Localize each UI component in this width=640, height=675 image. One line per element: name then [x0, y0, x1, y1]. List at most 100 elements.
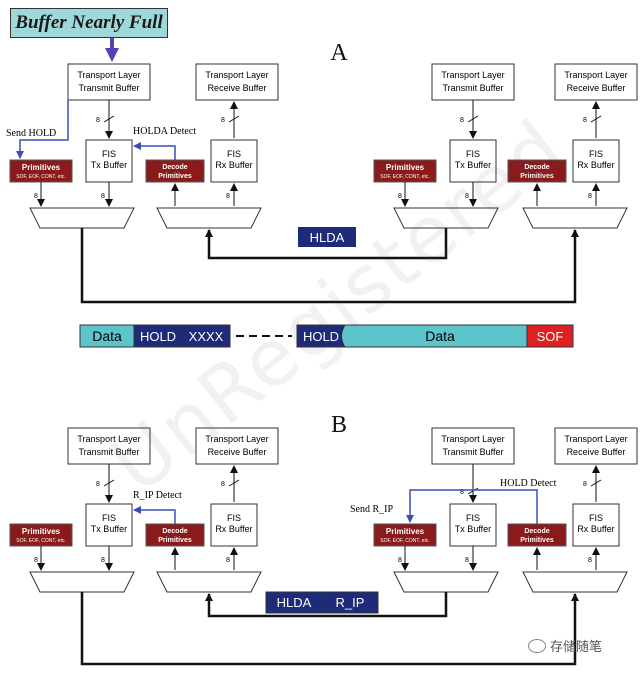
bus-tick — [590, 479, 602, 487]
fis-tx-line1: FIS — [102, 513, 116, 523]
panel-a-letter: A — [330, 40, 348, 66]
frame-sequence: Data HOLD XXXX HOLD Data SOF — [79, 324, 574, 348]
transport-tx-box — [431, 427, 515, 465]
r-ip-tag-b-label: R_IP — [336, 595, 365, 610]
fis-rx-box — [210, 139, 258, 183]
bus-width-label: 8 — [101, 193, 105, 200]
bus-width-label: 8 — [34, 193, 38, 200]
fis-tx-box — [85, 503, 133, 547]
fis-tx-line2: Tx Buffer — [455, 524, 491, 534]
panel-a-right-device: Transport Layer Transmit Buffer Transpor… — [373, 63, 638, 229]
bus-width-label: 8 — [583, 117, 587, 124]
frame-xxxx-label: XXXX — [189, 329, 224, 344]
transport-rx-box — [195, 427, 279, 465]
bus-width-label: 8 — [398, 193, 402, 200]
transport-tx-line1: Transport Layer — [441, 434, 504, 444]
panel-b-left-device: Transport Layer Transmit Buffer Transpor… — [9, 427, 279, 593]
transport-rx-line2: Receive Buffer — [208, 83, 267, 93]
holda-detect-label: HOLDA Detect — [133, 126, 196, 137]
bus-tick — [590, 115, 602, 123]
r-ip-detect-signal — [133, 506, 176, 524]
transport-tx-line1: Transport Layer — [441, 70, 504, 80]
tx-mux — [29, 571, 135, 593]
decode-line1: Decode — [524, 528, 549, 535]
frame-sof-label: SOF — [537, 329, 564, 344]
fis-tx-line2: Tx Buffer — [91, 524, 127, 534]
panel-b-right-device: Transport Layer Transmit Buffer Transpor… — [373, 427, 638, 593]
transport-rx-line2: Receive Buffer — [208, 447, 267, 457]
primitives-sub-label: SOF, EOF, CONT, etc. — [380, 174, 429, 180]
bus-width-label: 8 — [588, 193, 592, 200]
link-left-to-right-a — [80, 228, 579, 304]
fis-rx-line1: FIS — [227, 149, 241, 159]
buffer-nearly-full-banner: Buffer Nearly Full — [10, 8, 168, 38]
send-hold-label: Send HOLD — [6, 128, 56, 139]
bus-tick — [467, 115, 479, 123]
transport-rx-line1: Transport Layer — [564, 434, 627, 444]
transport-rx-line1: Transport Layer — [205, 434, 268, 444]
fis-tx-line1: FIS — [466, 149, 480, 159]
transport-rx-line2: Receive Buffer — [567, 83, 626, 93]
transport-rx-box — [554, 427, 638, 465]
fis-rx-box — [210, 503, 258, 547]
bus-width-label: 8 — [101, 557, 105, 564]
panel-b-letter: B — [331, 412, 347, 438]
bus-width-label: 8 — [588, 557, 592, 564]
rx-demux — [522, 207, 628, 229]
primitives-sub-label: SOF, EOF, CONT, etc. — [380, 538, 429, 544]
transport-tx-line2: Transmit Buffer — [442, 447, 503, 457]
fis-rx-line1: FIS — [589, 513, 603, 523]
transport-rx-box — [554, 63, 638, 101]
fis-tx-line2: Tx Buffer — [455, 160, 491, 170]
fis-tx-line2: Tx Buffer — [91, 160, 127, 170]
tx-mux — [29, 207, 135, 229]
decode-line2: Primitives — [520, 173, 554, 180]
frame-xxxx — [181, 324, 231, 348]
bus-width-label: 8 — [583, 481, 587, 488]
send-r-ip-signal — [406, 489, 538, 524]
tx-mux — [393, 571, 499, 593]
fis-tx-line1: FIS — [102, 149, 116, 159]
holda-detect-signal — [133, 142, 176, 160]
fis-rx-line1: FIS — [227, 513, 241, 523]
transport-tx-line2: Transmit Buffer — [78, 83, 139, 93]
bus-width-label: 8 — [221, 481, 225, 488]
hlda-tag-b-label: HLDA — [277, 595, 312, 610]
r-ip-detect-label: R_IP Detect — [133, 490, 182, 501]
bus-tick — [103, 115, 115, 123]
transport-rx-line2: Receive Buffer — [567, 447, 626, 457]
send-r-ip-label: Send R_IP — [350, 504, 394, 515]
wechat-account-tag: 存储随笔 — [528, 636, 602, 655]
bus-tick — [228, 479, 240, 487]
primitives-label: Primitives — [22, 163, 61, 172]
transport-rx-line1: Transport Layer — [564, 70, 627, 80]
bus-width-label: 8 — [460, 117, 464, 124]
decode-line1: Decode — [162, 528, 187, 535]
bus-tick — [467, 487, 479, 495]
decode-line1: Decode — [524, 164, 549, 171]
hlda-tag-a-label: HLDA — [310, 230, 345, 245]
fis-rx-box — [572, 139, 620, 183]
bus-width-label: 8 — [96, 481, 100, 488]
r-ip-tag-b — [321, 591, 379, 614]
link-left-to-right-b — [80, 592, 579, 666]
fis-rx-line2: Rx Buffer — [577, 524, 614, 534]
decode-line2: Primitives — [520, 537, 554, 544]
bus-width-label: 8 — [226, 193, 230, 200]
fis-tx-box — [449, 503, 497, 547]
decode-primitives-box — [507, 159, 567, 183]
primitives-label: Primitives — [22, 527, 61, 536]
transport-rx-line1: Transport Layer — [205, 70, 268, 80]
decode-line2: Primitives — [158, 537, 192, 544]
bus-tick — [228, 115, 240, 123]
transport-tx-box — [67, 427, 151, 465]
send-hold-signal — [16, 100, 69, 159]
transport-tx-line2: Transmit Buffer — [442, 83, 503, 93]
decode-line2: Primitives — [158, 173, 192, 180]
frame-hold-label: HOLD — [140, 329, 176, 344]
bus-width-label: 8 — [465, 193, 469, 200]
fis-tx-line1: FIS — [466, 513, 480, 523]
frame-hold-right-label: HOLD — [303, 329, 339, 344]
hold-detect-label: HOLD Detect — [500, 478, 557, 489]
